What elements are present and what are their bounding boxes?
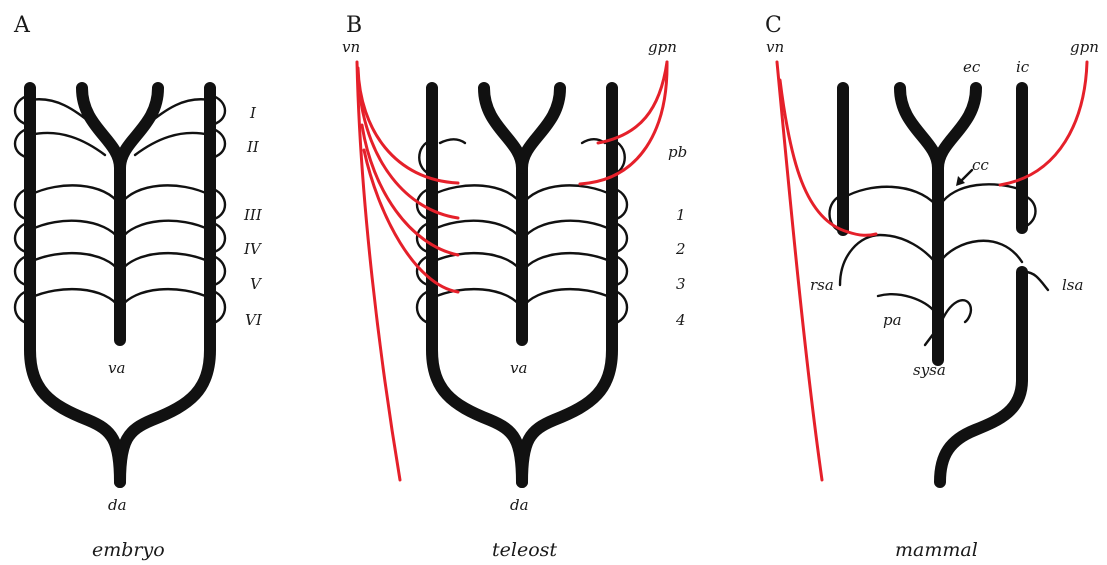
arch-label-6: VI (245, 311, 263, 329)
panel-a-ventral-aorta-left (82, 88, 120, 340)
panel-c: C vn gpn ec ic (765, 13, 1099, 561)
arch-label-4: IV (243, 240, 263, 258)
vn-recurrent-c (780, 80, 876, 235)
pb-label: pb (668, 143, 687, 161)
teleost-arch-label-1: 1 (676, 206, 686, 224)
arch-label-5: V (250, 275, 263, 293)
panel-b-vagus-nerve (357, 62, 458, 480)
panel-a-da-label: da (108, 496, 127, 514)
vn-branch-2 (360, 95, 458, 218)
panel-c-letter: C (765, 13, 782, 38)
panel-a-letter: A (13, 13, 31, 38)
panel-a: A I II III IV V (13, 13, 263, 561)
panel-b-ventral-aorta-left (484, 88, 522, 340)
arch-label-3: III (243, 206, 263, 224)
pa-left (878, 294, 935, 312)
right-subclavian-arch (840, 235, 935, 285)
vn-trunk-c (777, 62, 822, 480)
arch-II-right (135, 133, 210, 155)
panel-b-vn-label: vn (342, 38, 360, 56)
panel-b-letter: B (346, 13, 362, 38)
lsa-label: lsa (1062, 276, 1083, 294)
aortic-arch (940, 241, 1022, 262)
panel-b-da-label: da (510, 496, 529, 514)
pa-right (940, 300, 971, 325)
carotid-arch-right (843, 187, 936, 205)
panel-b: B (342, 13, 687, 561)
panel-a-ventral-aorta-right (120, 88, 158, 168)
ec-left-branch (938, 88, 976, 168)
ic-label: ic (1016, 58, 1030, 76)
teleost-arch-label-4: 4 (675, 311, 686, 329)
panel-b-va-label: va (510, 359, 527, 377)
teleost-arch-label-2: 2 (675, 240, 686, 258)
cc-label: cc (972, 156, 989, 174)
panel-b-caption: teleost (492, 539, 557, 561)
panel-c-vn-label: vn (766, 38, 784, 56)
sysa-label: sysa (913, 361, 946, 379)
teleost-arch-label-3: 3 (676, 275, 686, 293)
panel-c-caption: mammal (895, 539, 978, 561)
panel-a-va-label: va (108, 359, 125, 377)
ec-label: ec (963, 58, 981, 76)
panel-c-gpn-label: gpn (1070, 38, 1099, 56)
carotid-arch-left (940, 184, 1022, 205)
gpn-c (1000, 62, 1087, 185)
arch-II-left (30, 133, 105, 155)
panel-b-gpn-label: gpn (648, 38, 677, 56)
pa-label: pa (883, 311, 902, 329)
pb-fragment-left (440, 139, 465, 143)
arch-label-2: II (246, 138, 260, 156)
panel-b-ventral-aorta-right (522, 88, 560, 168)
descending-aorta (940, 272, 1022, 482)
panel-a-caption: embryo (92, 539, 165, 561)
ec-right-branch (900, 88, 938, 360)
lsa-branch (1025, 272, 1048, 290)
arch-label-1: I (249, 104, 257, 122)
rsa-label: rsa (810, 276, 834, 294)
